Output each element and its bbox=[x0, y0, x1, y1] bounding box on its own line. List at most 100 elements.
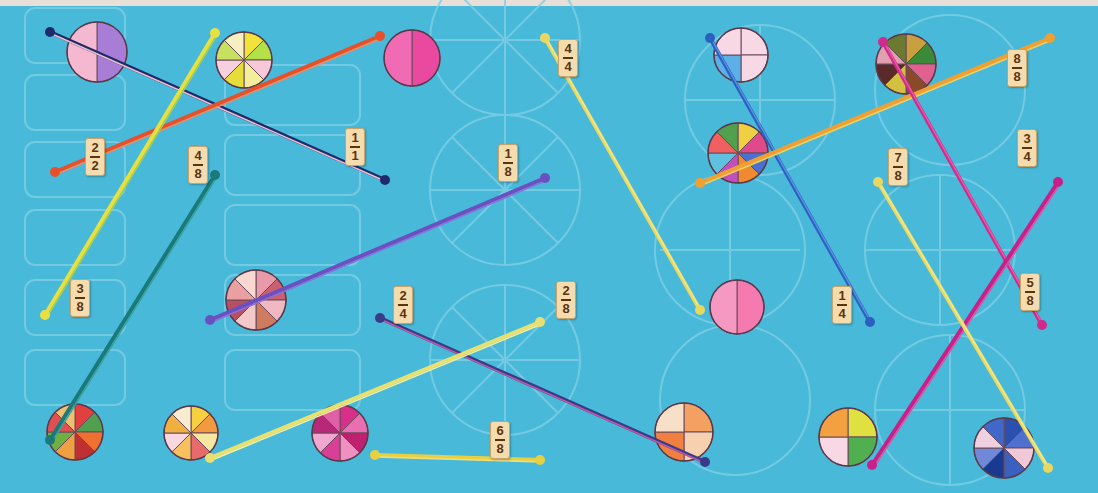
string-pin bbox=[695, 305, 705, 315]
string-pin bbox=[45, 435, 55, 445]
string-pin bbox=[540, 173, 550, 183]
string-pin bbox=[1043, 463, 1053, 473]
string-pin bbox=[535, 317, 545, 327]
string-pin bbox=[375, 31, 385, 41]
string-shine bbox=[52, 34, 387, 182]
denominator: 8 bbox=[496, 442, 503, 456]
string-pin bbox=[205, 315, 215, 325]
fraction-circle bbox=[710, 280, 764, 334]
fraction-card: 44 bbox=[558, 39, 578, 77]
denominator: 8 bbox=[562, 302, 569, 316]
numerator: 2 bbox=[562, 284, 569, 298]
numerator: 1 bbox=[504, 147, 511, 161]
string-pin bbox=[878, 37, 888, 47]
matching-string bbox=[705, 33, 875, 327]
string-pin bbox=[700, 457, 710, 467]
string-pin bbox=[695, 178, 705, 188]
circle-outline bbox=[384, 30, 440, 86]
string-pin bbox=[1053, 177, 1063, 187]
string-line bbox=[50, 175, 215, 440]
string-pin bbox=[205, 453, 215, 463]
string-shine bbox=[874, 184, 1060, 467]
string-shine bbox=[47, 35, 217, 317]
circle-outline bbox=[819, 408, 877, 466]
denominator: 8 bbox=[504, 165, 511, 179]
numerator: 7 bbox=[894, 151, 901, 165]
denominator: 8 bbox=[76, 300, 83, 314]
circle-part bbox=[312, 433, 340, 453]
circle-part bbox=[235, 270, 256, 300]
denominator: 4 bbox=[399, 307, 406, 321]
fraction-circle bbox=[714, 28, 768, 82]
matching-string bbox=[50, 31, 385, 177]
fraction-bar bbox=[563, 57, 573, 59]
numerator: 5 bbox=[1026, 276, 1033, 290]
circle-part bbox=[906, 43, 936, 64]
string-pin bbox=[865, 317, 875, 327]
matching-string bbox=[205, 317, 545, 463]
fraction-card: 18 bbox=[498, 144, 518, 182]
matching-string bbox=[695, 33, 1055, 188]
string-pin bbox=[540, 33, 550, 43]
circle-part bbox=[974, 448, 1004, 469]
matching-string bbox=[540, 33, 705, 315]
circle-part bbox=[256, 300, 277, 330]
circle-part bbox=[717, 123, 738, 153]
matching-string bbox=[873, 177, 1053, 473]
fraction-bar bbox=[561, 299, 571, 301]
numerator: 2 bbox=[399, 289, 406, 303]
fraction-card: 68 bbox=[490, 421, 510, 459]
string-pin bbox=[873, 177, 883, 187]
circle-outline bbox=[710, 280, 764, 334]
fraction-circle bbox=[164, 406, 218, 460]
fraction-circle bbox=[819, 408, 877, 466]
string-line bbox=[872, 182, 1058, 465]
fraction-card: 78 bbox=[888, 148, 908, 186]
circle-part bbox=[983, 418, 1004, 448]
denominator: 8 bbox=[194, 167, 201, 181]
denominator: 8 bbox=[894, 169, 901, 183]
string-pin bbox=[210, 28, 220, 38]
string-line bbox=[210, 178, 545, 320]
string-line bbox=[45, 33, 215, 315]
denominator: 4 bbox=[838, 307, 845, 321]
fraction-card: 88 bbox=[1007, 49, 1027, 87]
circle-part bbox=[737, 280, 764, 334]
numerator: 8 bbox=[1013, 52, 1020, 66]
fraction-card: 58 bbox=[1020, 273, 1040, 311]
fraction-card: 14 bbox=[832, 286, 852, 324]
fraction-bar bbox=[837, 304, 847, 306]
string-pin bbox=[370, 450, 380, 460]
fraction-bar bbox=[350, 146, 360, 148]
string-pin bbox=[45, 27, 55, 37]
matching-string bbox=[40, 28, 220, 320]
string-pin bbox=[380, 175, 390, 185]
fraction-bar bbox=[893, 166, 903, 168]
fraction-card: 11 bbox=[345, 128, 365, 166]
circle-part bbox=[1004, 448, 1025, 478]
matching-string bbox=[45, 27, 390, 185]
fraction-circle bbox=[384, 30, 440, 86]
fraction-bar bbox=[193, 164, 203, 166]
string-pin bbox=[210, 170, 220, 180]
denominator: 8 bbox=[1013, 70, 1020, 84]
circle-outline bbox=[714, 28, 768, 82]
numerator: 4 bbox=[564, 42, 571, 56]
fraction-bar bbox=[75, 297, 85, 299]
numerator: 1 bbox=[351, 131, 358, 145]
circle-outline bbox=[216, 32, 272, 88]
matching-string bbox=[205, 173, 550, 325]
fraction-bar bbox=[1012, 67, 1022, 69]
fraction-card: 28 bbox=[556, 281, 576, 319]
numerator: 3 bbox=[76, 282, 83, 296]
fraction-bar bbox=[90, 156, 100, 158]
string-shine bbox=[377, 457, 542, 462]
string-shine bbox=[57, 38, 382, 174]
numerator: 6 bbox=[496, 424, 503, 438]
circle-part bbox=[172, 406, 191, 433]
numerator: 1 bbox=[838, 289, 845, 303]
string-pin bbox=[50, 167, 60, 177]
circle-part bbox=[97, 22, 127, 82]
string-shine bbox=[712, 40, 872, 324]
fraction-bar bbox=[1022, 147, 1032, 149]
